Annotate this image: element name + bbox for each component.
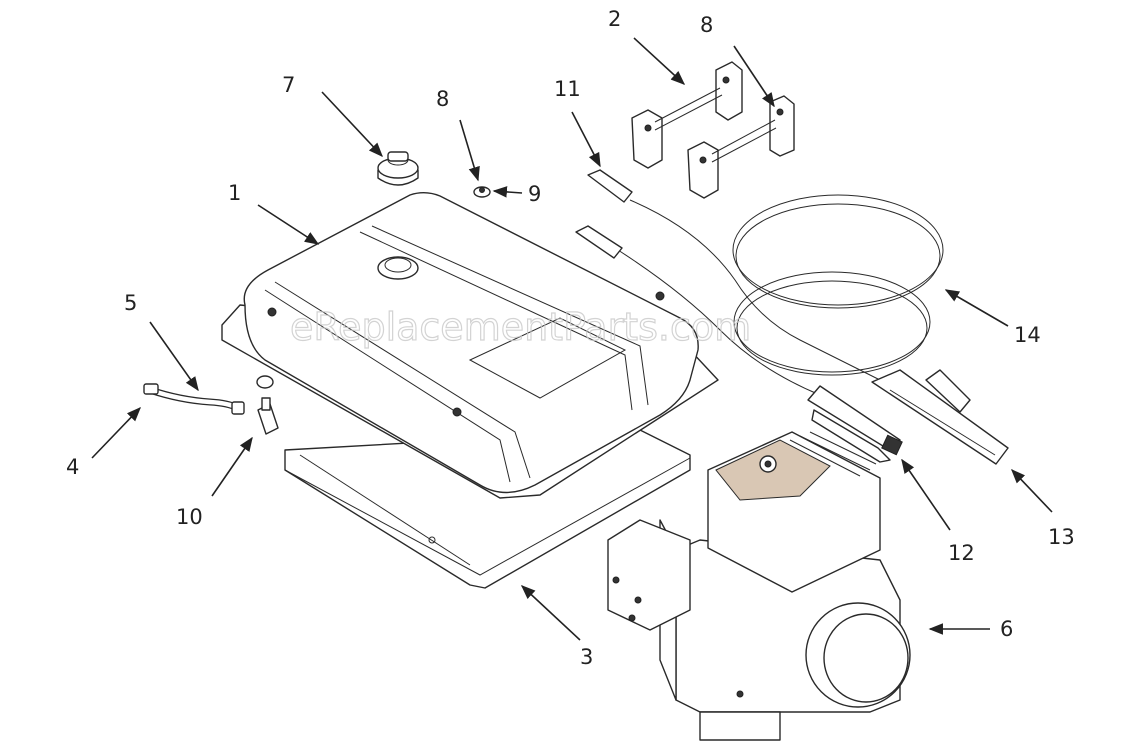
leader-3 bbox=[520, 585, 581, 641]
cable-part bbox=[617, 194, 944, 396]
leader-4 bbox=[91, 406, 141, 459]
callout-3: 3 bbox=[580, 645, 593, 669]
callout-6: 6 bbox=[1000, 617, 1013, 641]
electrode-holder-part bbox=[871, 369, 1009, 465]
fuel-line-part bbox=[143, 383, 245, 415]
leader-10 bbox=[211, 436, 253, 497]
leader-2 bbox=[633, 37, 686, 85]
tee-fitting-part bbox=[256, 375, 279, 435]
tray-part bbox=[284, 429, 691, 589]
bracket-part bbox=[631, 61, 795, 199]
callout-11: 11 bbox=[554, 77, 581, 101]
callout-12: 12 bbox=[948, 541, 975, 565]
washer-part bbox=[473, 186, 491, 198]
watermark-text: eReplacementParts.com bbox=[290, 305, 751, 349]
callout-1: 1 bbox=[228, 181, 241, 205]
callout-5: 5 bbox=[124, 291, 137, 315]
fuel-cap-part bbox=[377, 151, 419, 186]
fuel-tank-part bbox=[221, 192, 719, 499]
cable-connector-part bbox=[575, 169, 633, 259]
leader-14 bbox=[944, 289, 1009, 327]
callout-7: 7 bbox=[282, 73, 295, 97]
callout-8b: 8 bbox=[700, 13, 713, 37]
leader-12 bbox=[901, 458, 951, 531]
leader-9 bbox=[492, 186, 523, 198]
callout-labels: 1 2 3 4 5 6 7 8 8 9 10 11 12 13 14 bbox=[66, 7, 1075, 669]
leader-11 bbox=[571, 111, 601, 168]
engine-part bbox=[607, 431, 911, 741]
callout-14: 14 bbox=[1014, 323, 1041, 347]
callout-10: 10 bbox=[176, 505, 203, 529]
callout-8a: 8 bbox=[436, 87, 449, 111]
ground-clamp-part bbox=[807, 385, 903, 463]
callout-2: 2 bbox=[608, 7, 621, 31]
callout-13: 13 bbox=[1048, 525, 1075, 549]
leader-1 bbox=[257, 204, 320, 245]
leader-5 bbox=[149, 321, 199, 392]
leader-8b bbox=[733, 45, 775, 108]
callout-9: 9 bbox=[528, 182, 541, 206]
leader-13 bbox=[1011, 468, 1053, 513]
leader-7 bbox=[321, 91, 383, 158]
leader-lines bbox=[91, 37, 1053, 641]
callout-4: 4 bbox=[66, 455, 79, 479]
leader-8a bbox=[459, 119, 480, 182]
